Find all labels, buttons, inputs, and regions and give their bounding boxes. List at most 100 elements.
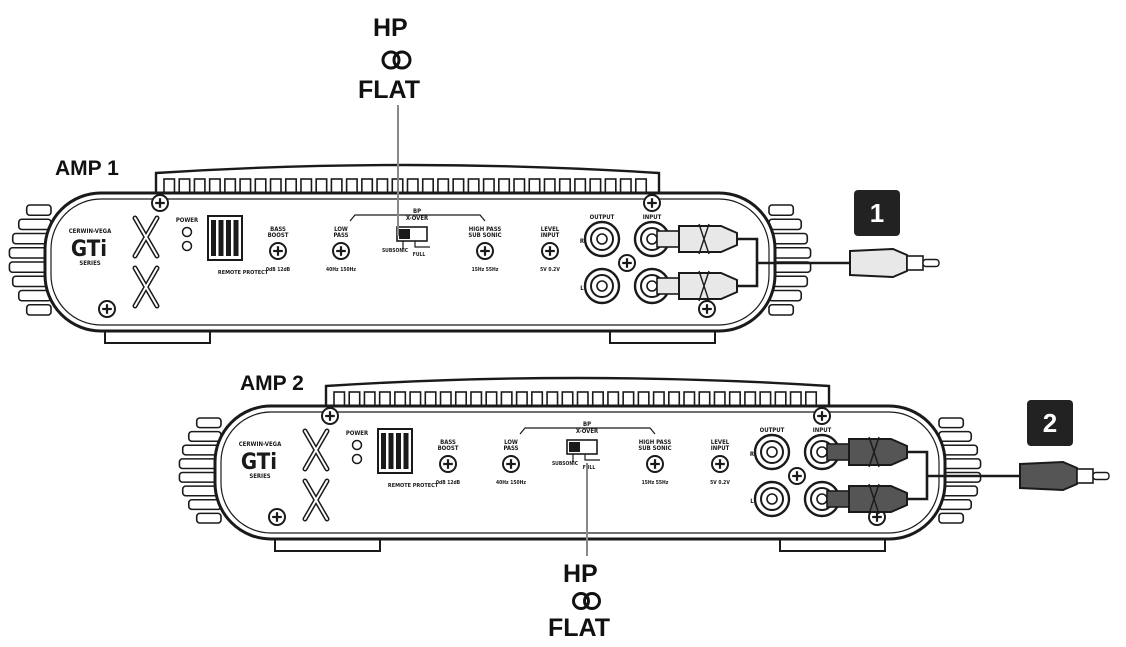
rca-jack-pin [596,233,608,245]
x-logo-mark-inner [134,217,158,257]
high-pass-label-2: SUB SONIC [468,232,501,239]
power-label: POWER [346,430,369,437]
brand-series-text: SERIES [79,260,100,267]
level-input-label-1: LEVEL [541,226,560,233]
channel-r-label: R [750,451,755,458]
xover-switch-leads [402,241,430,249]
amp1-label: AMP 1 [55,157,119,180]
rca-jack-pin [646,233,658,245]
side-fin-left [187,430,222,443]
protect-led [181,240,193,252]
side-fin-right [938,430,973,443]
output-label: OUTPUT [590,214,615,221]
bp-label: BP [413,208,421,215]
bp-label: BP [583,421,591,428]
low-pass-label-1: LOW [334,226,348,233]
rca-jack-pin [766,493,778,505]
brand-small-text: CERWIN-VEGA [69,228,112,235]
low-pass-label-2: PASS [333,232,348,239]
rca-plug-barrel [826,490,850,508]
bass-boost-label-2: BOOST [268,232,289,239]
single-rca-plug-tip [1092,471,1110,481]
rca-plug-barrel [656,277,680,295]
switch-left-label: SUBSONIC [382,248,409,254]
brand-logo-text: GTi [71,237,107,262]
rca-jack-pin [766,446,778,458]
xover-label: X-OVER [576,428,599,435]
bass-boost-label-2: BOOST [438,445,459,452]
side-fin-right [768,218,803,231]
bp-bracket [349,214,486,222]
terminal-slot [233,220,239,256]
rca-jack-pin [816,446,828,458]
high-pass-range: 15Hz 55Hz [642,480,669,486]
bass-boost-label-1: BASS [440,439,456,446]
level-input-range: 5V 0.2V [540,267,560,273]
channel-l-label: L [750,498,754,505]
level-input-label-1: LEVEL [711,439,730,446]
input-label: INPUT [643,214,662,221]
amp-panel [43,191,777,333]
rca-plug-body [848,438,908,466]
bass-boost-range: 0dB 12dB [266,267,291,273]
side-fin-left [25,204,52,217]
bass-boost-label-1: BASS [270,226,286,233]
rca-plug-body [678,225,738,253]
side-fin-right [938,512,965,524]
callout-number: 1 [869,197,885,228]
rca-plug-barrel [826,443,850,461]
switch-right-label: FULL [413,252,426,258]
callout-number: 2 [1042,407,1058,438]
amp2-switch-label-hp: HP [563,560,598,588]
rca-plug-grip [868,483,880,515]
single-rca-plug-body [849,247,908,279]
terminal-slot [403,433,409,469]
y-split-cable [907,450,1020,501]
low-pass-label-2: PASS [503,445,518,452]
callout-badge-1: 1 [854,190,900,236]
level-input-label-2: INPUT [711,445,730,452]
terminal-slot [396,433,401,469]
rca-jack-pin [816,493,828,505]
x-logo-mark-inner [304,480,328,520]
bp-bracket [519,427,656,435]
x-logo-mark-inner [304,430,328,470]
amp2-label: AMP 2 [240,372,304,395]
channel-l-label: L [580,285,584,292]
terminal-slot [381,433,386,469]
channel-r-label: R [580,238,585,245]
side-fin-left [17,218,52,231]
rca-jack-pin [596,280,608,292]
callout-badge-2: 2 [1027,400,1073,446]
side-fin-right [938,498,973,511]
side-fin-left [195,417,222,429]
rca-plug-barrel [656,230,680,248]
terminal-slot [211,220,216,256]
terminal-slot [218,220,224,256]
single-rca-plug-body [1019,460,1078,492]
amp-panel-inner [220,411,940,534]
output-label: OUTPUT [760,427,785,434]
amp1-switch-label-hp: HP [373,14,408,42]
low-pass-range: 40Hz 150Hz [326,267,356,273]
xover-label: X-OVER [406,215,429,222]
side-fin-right [768,303,795,316]
terminal-slot [226,220,231,256]
side-fin-left [25,303,52,316]
single-rca-plug-collar [1076,468,1094,484]
y-split-cable [737,237,850,288]
level-input-label-2: INPUT [541,232,560,239]
xover-switch-thumb [569,442,580,452]
side-fin-left [195,512,222,524]
protect-led [351,453,363,465]
x-logo-mark-inner [134,267,158,307]
rca-plug-grip [698,270,710,302]
power-led [181,226,193,238]
remote-protect-label: REMOTE PROTECT [218,270,269,276]
rca-plug-grip [868,436,880,468]
power-led [351,439,363,451]
input-label: INPUT [813,427,832,434]
